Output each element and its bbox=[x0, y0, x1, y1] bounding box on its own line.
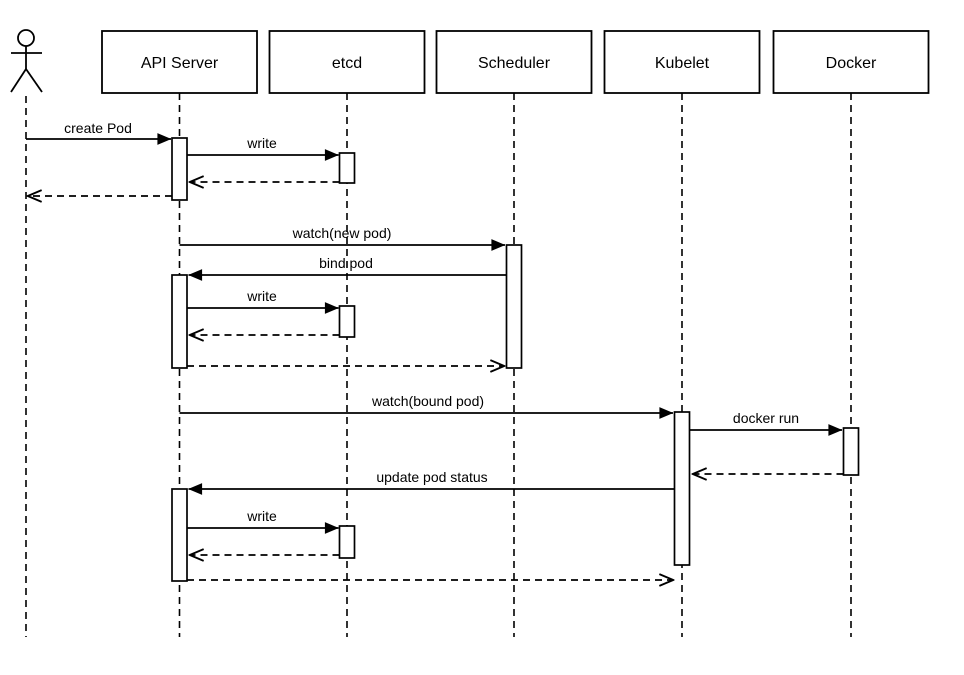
message-label-write-1: write bbox=[246, 135, 277, 151]
message-label-bind-pod: bind pod bbox=[319, 255, 373, 271]
participant-box-kubelet: Kubelet bbox=[603, 30, 761, 94]
message-label-write-3: write bbox=[246, 508, 277, 524]
participant-box-etcd: etcd bbox=[268, 30, 426, 94]
participant-label-docker: Docker bbox=[826, 55, 877, 72]
participant-box-docker: Docker bbox=[772, 30, 930, 94]
activation-api-server-1 bbox=[171, 137, 188, 201]
message-label-watch-new-pod: watch(new pod) bbox=[292, 225, 392, 241]
participant-label-etcd: etcd bbox=[332, 55, 362, 72]
message-label-watch-bound-pod: watch(bound pod) bbox=[371, 393, 484, 409]
message-label-update-pod-status: update pod status bbox=[376, 469, 487, 485]
participant-label-kubelet: Kubelet bbox=[655, 55, 710, 72]
participant-label-scheduler: Scheduler bbox=[478, 55, 551, 72]
message-label-create-pod: create Pod bbox=[64, 120, 132, 136]
activation-docker bbox=[842, 427, 860, 476]
participant-box-api-server: API Server bbox=[101, 30, 258, 94]
message-label-write-2: write bbox=[246, 288, 277, 304]
participant-label-api-server: API Server bbox=[141, 55, 219, 72]
activation-api-server-3 bbox=[171, 488, 188, 582]
activation-scheduler bbox=[505, 244, 523, 369]
activation-etcd-1 bbox=[338, 152, 356, 184]
participant-box-scheduler: Scheduler bbox=[435, 30, 593, 94]
activation-etcd-2 bbox=[338, 305, 356, 338]
activation-api-server-2 bbox=[171, 274, 188, 369]
activation-kubelet bbox=[673, 411, 691, 566]
actor-user-icon bbox=[10, 29, 43, 93]
activation-etcd-3 bbox=[338, 525, 356, 559]
message-label-docker-run: docker run bbox=[733, 410, 799, 426]
